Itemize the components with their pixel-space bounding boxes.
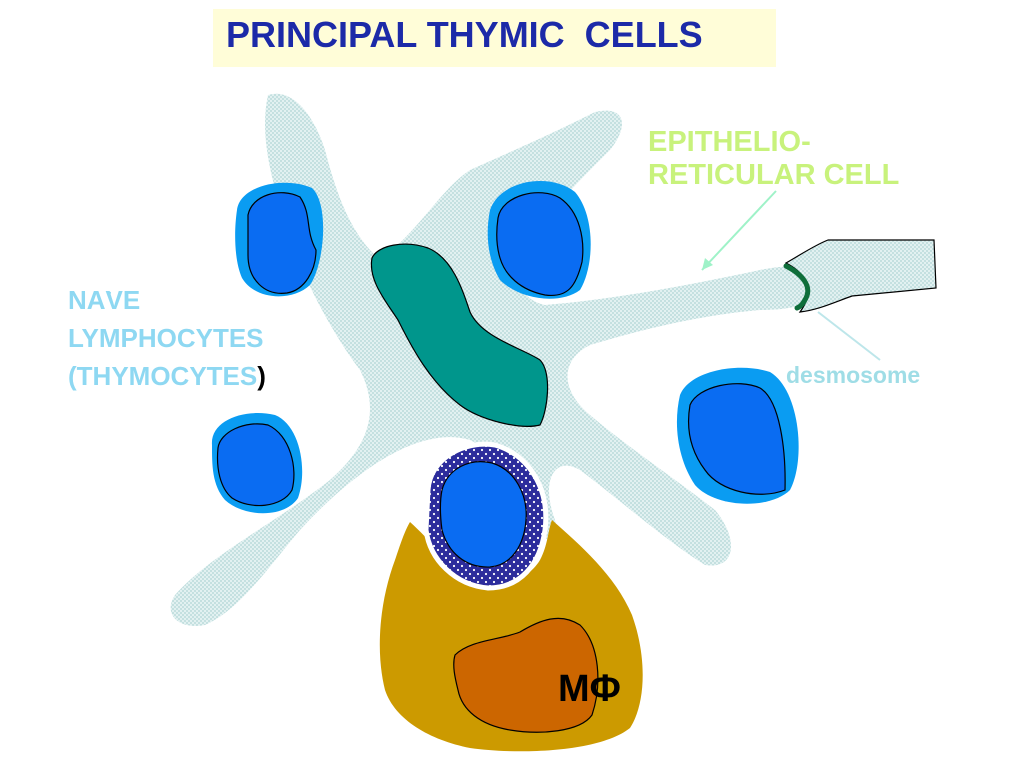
lymph-label-line3-text: (THYMOCYTES: [68, 361, 258, 391]
title-box: [213, 9, 776, 67]
desmosome-mark: [783, 263, 811, 311]
epithelio-reticular-label: EPITHELIO- RETICULAR CELL: [648, 126, 899, 192]
desmosome-pointer-line: [817, 311, 881, 361]
desmosome-label: desmosome: [786, 362, 921, 388]
lymph-label-line1: NA͘VE: [68, 285, 141, 315]
macrophage-label: MΦ: [558, 668, 621, 710]
lymphocyte-right: [676, 367, 799, 504]
phagocytosed-lymphocyte: [423, 441, 549, 591]
lymphocyte-top-middle: [487, 180, 591, 299]
lymph-label-line3: (THYMOCYTES): [68, 357, 266, 395]
macrophage-nucleus: [453, 617, 599, 733]
teal-cell: [370, 243, 549, 427]
lymphocytes-label: NA͘VE LYMPHOCYTES (THYMOCYTES): [68, 281, 266, 395]
epithelio-pointer-line: [701, 190, 777, 271]
epithelio-label-line2: RETICULAR CELL: [648, 159, 900, 191]
neighbour-epithelial-cell: [784, 239, 937, 313]
page-title: PRINCIPAL THYMIC CELLS: [226, 14, 703, 55]
lymphocyte-middle-left: [211, 413, 303, 514]
epithelio-label-line1: EPITHELIO-: [648, 126, 811, 158]
macrophage: [379, 520, 643, 752]
lymph-label-paren: ): [257, 361, 266, 391]
lymph-label-line2: LYMPHOCYTES: [68, 323, 264, 353]
epithelio-pointer-arrowhead: [702, 258, 713, 270]
lymphocyte-top-left: [235, 182, 324, 297]
